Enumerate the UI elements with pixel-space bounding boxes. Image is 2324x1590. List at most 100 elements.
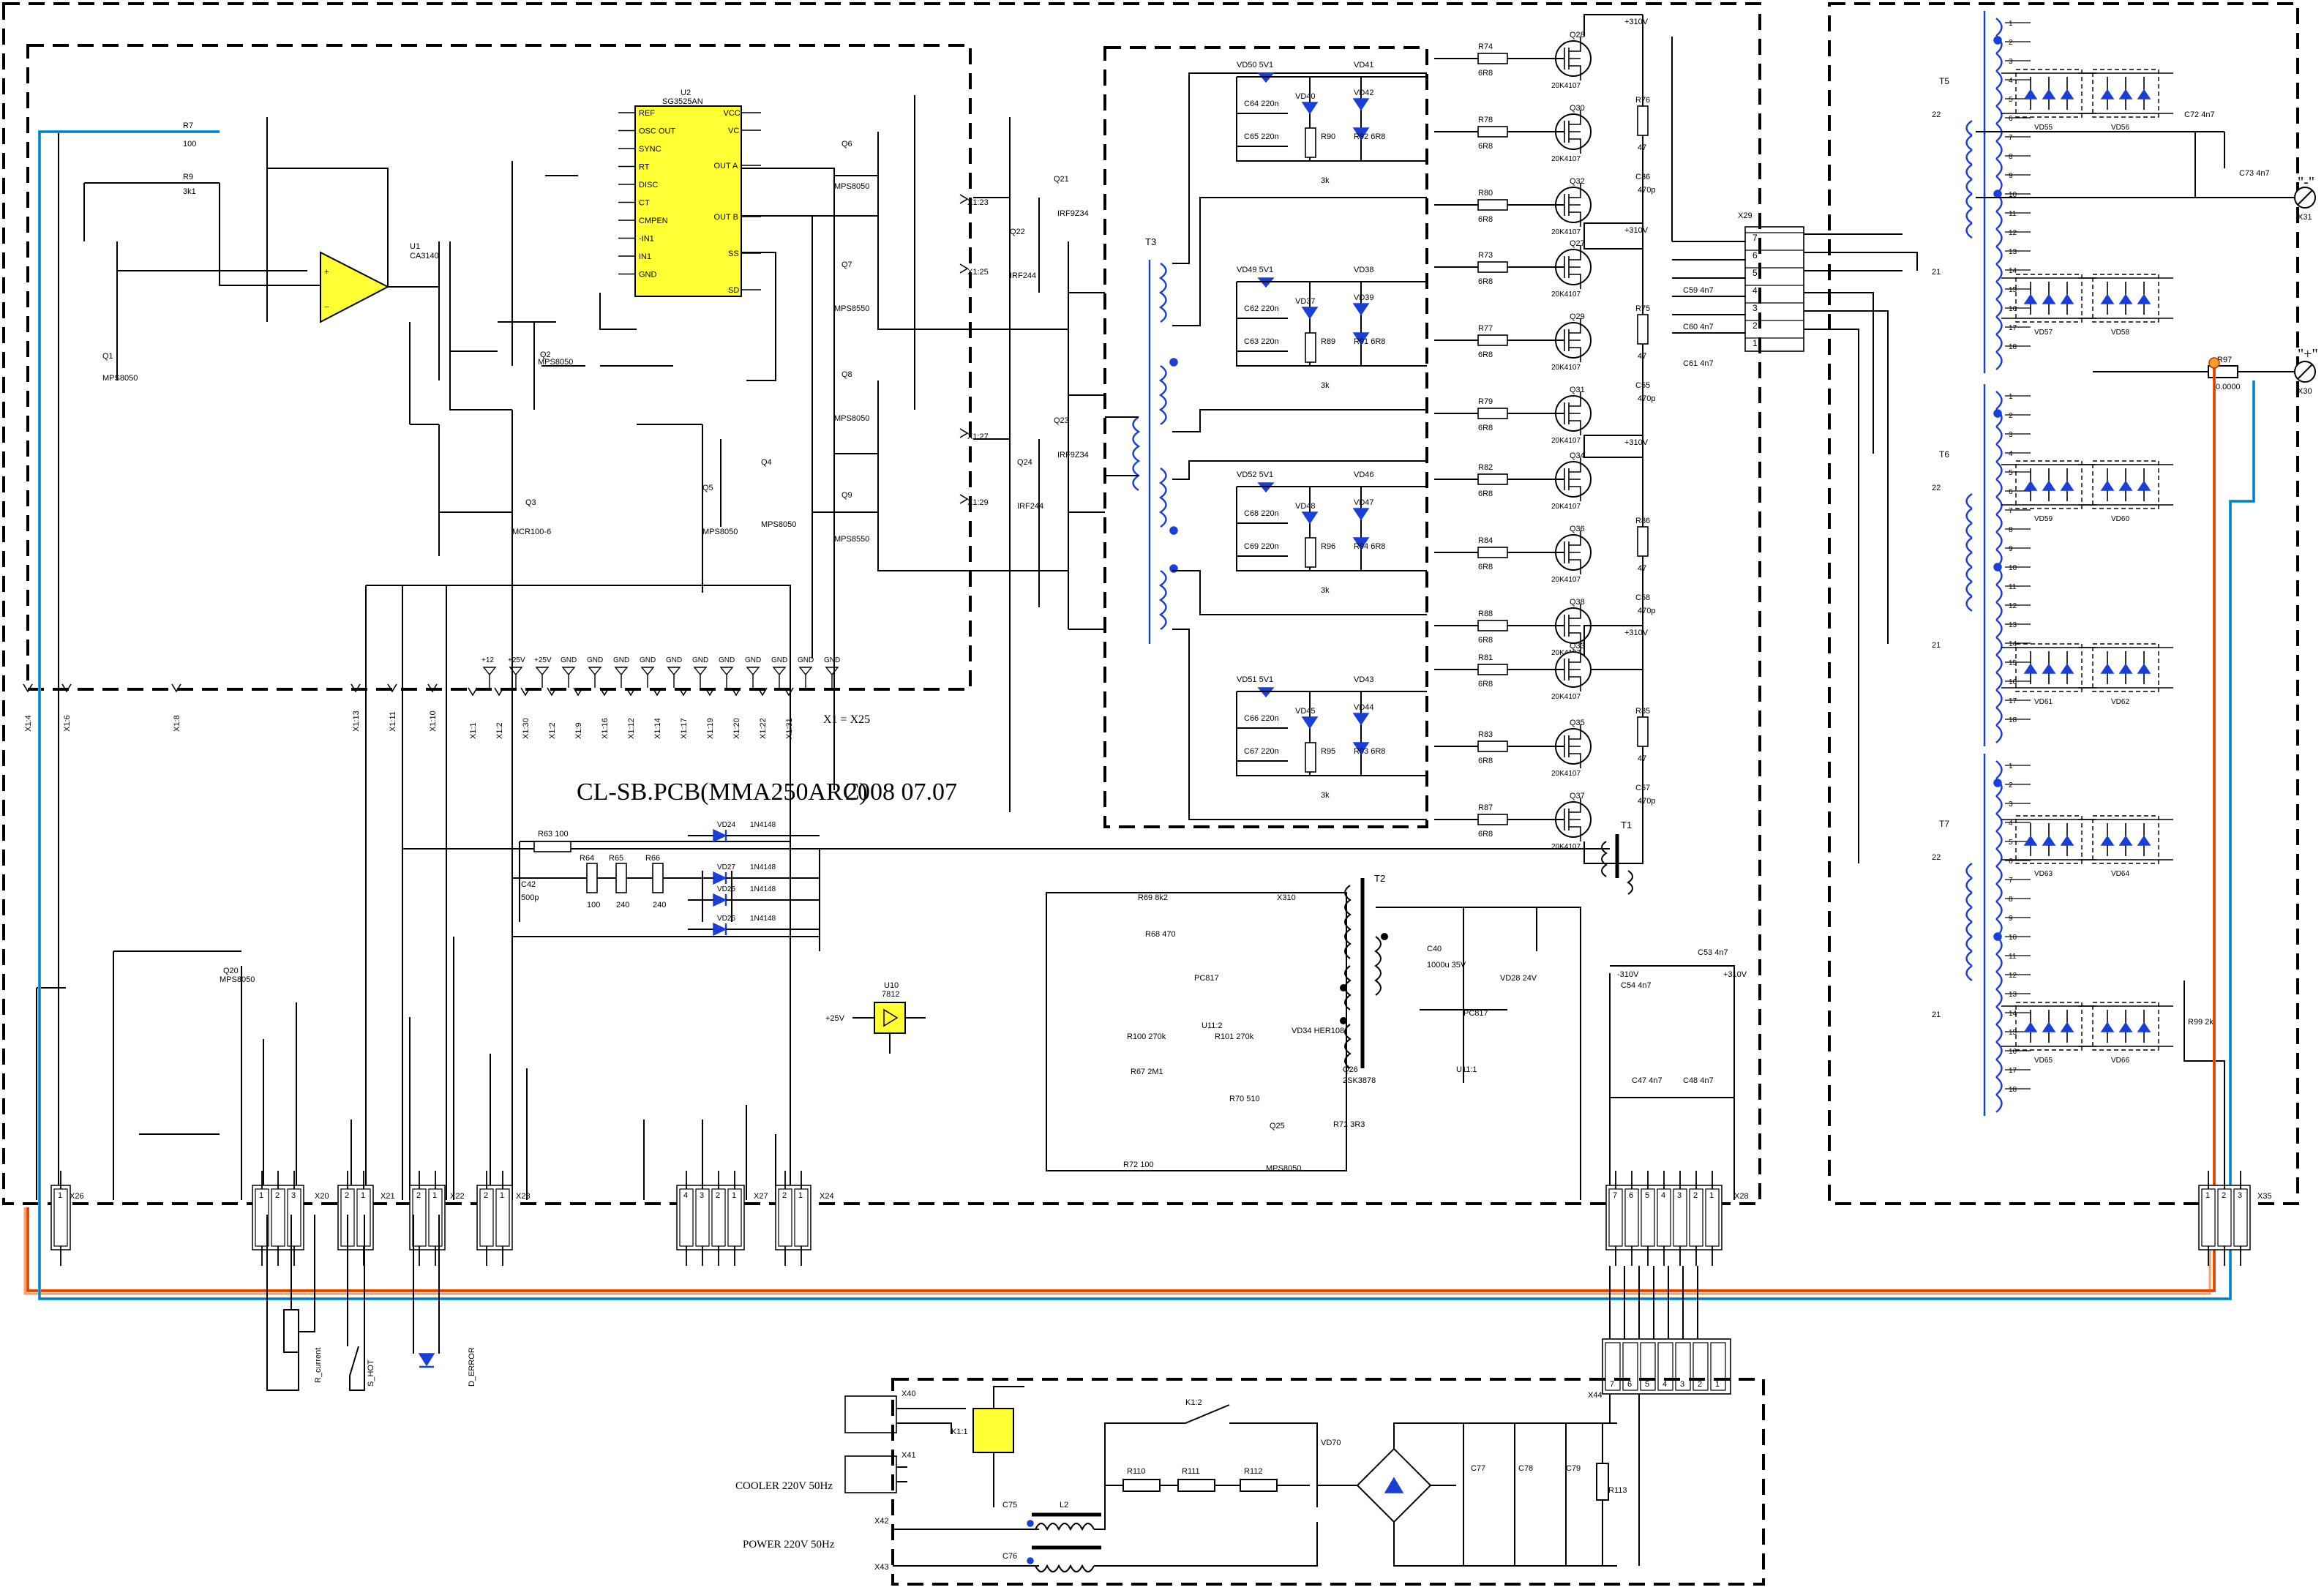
lbl-q9: Q9 (841, 491, 852, 500)
primary-winding (1965, 863, 1973, 981)
ground-icon (561, 667, 576, 676)
c53-label: C53 4n7 (1698, 948, 1728, 957)
diode-icon (2060, 480, 2074, 491)
u2-pin-label: SS (728, 250, 739, 258)
diode-icon (1352, 508, 1370, 521)
rail-label: GND (561, 656, 577, 664)
gate-res-value: 6R8 (1478, 215, 1493, 224)
transformer-pin: 7 (2009, 134, 2013, 142)
gate-res-label: R88 (1478, 610, 1493, 618)
lbl-q26p: 2SK3878 (1343, 1076, 1376, 1085)
rail-neg310: -310V (1617, 970, 1639, 979)
rectifier-label: VD66 (2111, 1057, 2129, 1065)
connector-ref: X22 (450, 1192, 465, 1201)
tag-arrow-icon (784, 687, 794, 697)
x29-pin-number: 7 (1753, 233, 1758, 243)
external-components: R_current S_HOT D_ERROR (266, 1215, 476, 1391)
turns-label: 22 (1932, 853, 1941, 862)
vd70-label: VD70 (1321, 1439, 1341, 1447)
x31-label: X31 (2298, 213, 2312, 222)
gate-res-label: R80 (1478, 189, 1493, 198)
diode-icon (2042, 480, 2056, 491)
ic-u10-regulator: U10 7812 +25V (825, 981, 926, 1054)
lbl-q22p: IRF244 (1010, 271, 1036, 280)
gate-driver-block-outline (1103, 46, 1428, 828)
transformer-pin: 4 (2009, 820, 2013, 828)
diode-icon (713, 828, 727, 843)
rectifier-bus (2078, 819, 2173, 860)
transformer-pin: 9 (2009, 545, 2013, 553)
snubber-value: 470p (1638, 797, 1655, 806)
diode-icon (2118, 663, 2133, 674)
rectifier-label: VD61 (2034, 698, 2053, 706)
driver-wiring (1236, 691, 1427, 776)
aux-diode-ref: VD24 (717, 821, 735, 829)
rectifier-group: VD56 (2078, 69, 2173, 132)
aux-res: R63 100 (533, 830, 571, 852)
rectifier-package (2015, 69, 2083, 118)
c42-label: C42 (521, 880, 536, 889)
secondary-winding (1995, 391, 2003, 743)
lbl-q7p: MPS8550 (834, 304, 869, 313)
diode-icon (713, 871, 727, 885)
lbl-q20p: MPS8050 (220, 975, 255, 984)
ground-icon (614, 667, 629, 676)
driver-res-label: R95 (1321, 747, 1335, 756)
r-current-pot[interactable] (283, 1309, 299, 1353)
transformer-pin: 12 (2009, 229, 2017, 237)
mosfet-part: 20K4107 (1551, 693, 1581, 701)
x310-label: X310 (1277, 893, 1296, 902)
bridge-rail-label: +310V (1624, 18, 1649, 26)
x29-pin-number: 2 (1753, 320, 1758, 331)
u2-pin-label: RT (639, 163, 650, 172)
ground-icon (825, 667, 839, 676)
connector-pin-number: 3 (1677, 1191, 1682, 1200)
phase-dot-icon (1993, 779, 2002, 787)
rail-label: GND (666, 656, 682, 664)
left-connector-tag: X1:8 (173, 715, 181, 732)
driver-cap2-label: C69 220n (1244, 542, 1279, 551)
aux-res-value: 240 (616, 901, 629, 910)
r72-label: R72 100 (1123, 1160, 1154, 1169)
rectifier-package (2092, 460, 2159, 509)
driver-zener-label: VD49 5V1 (1237, 266, 1273, 274)
diode-icon (1352, 713, 1370, 726)
c59-label: C59 4n7 (1683, 286, 1714, 295)
connector-body (252, 1185, 304, 1250)
transformer-pin: 8 (2009, 896, 2013, 904)
mains-block-outline (891, 1378, 1765, 1586)
rail-label: +25V (534, 656, 552, 664)
driver-diode-label: VD37 (1295, 297, 1316, 306)
transformer-pin: 2 (2009, 781, 2013, 790)
tag-arrow-icon (573, 687, 583, 697)
x40-label: X40 (902, 1390, 916, 1398)
diode-icon (2137, 1021, 2151, 1032)
mosfet-part: 20K4107 (1551, 290, 1581, 299)
secondary-winding (1995, 760, 2003, 1113)
diode-icon (2118, 835, 2133, 846)
output-transformers: T52221123456789101112131415161718T622211… (1932, 11, 2031, 1116)
driver-cap1-label: C68 220n (1244, 509, 1279, 518)
connector-pin-number: 2 (1693, 1191, 1698, 1200)
relay-k1-coil (972, 1408, 1014, 1453)
left-connector-tag: X1:13 (352, 710, 361, 732)
bleeder-res (1637, 105, 1649, 136)
u2-pin-label: CT (639, 199, 650, 208)
transformer-pin: 10 (2009, 564, 2017, 572)
aux-diode-ref: VD25 (717, 885, 735, 893)
rectifier-package (2092, 815, 2159, 864)
t2-label: T2 (1374, 873, 1385, 884)
transformer-pin: 1 (2009, 20, 2013, 28)
r97-value: 0.0000 (2216, 383, 2241, 391)
gate-res (1477, 334, 1508, 346)
diode-icon (1352, 742, 1370, 755)
plus-marker-icon (2208, 357, 2220, 369)
lbl-r7: R7 (183, 121, 193, 130)
mosfet-ref: Q31 (1570, 386, 1585, 394)
